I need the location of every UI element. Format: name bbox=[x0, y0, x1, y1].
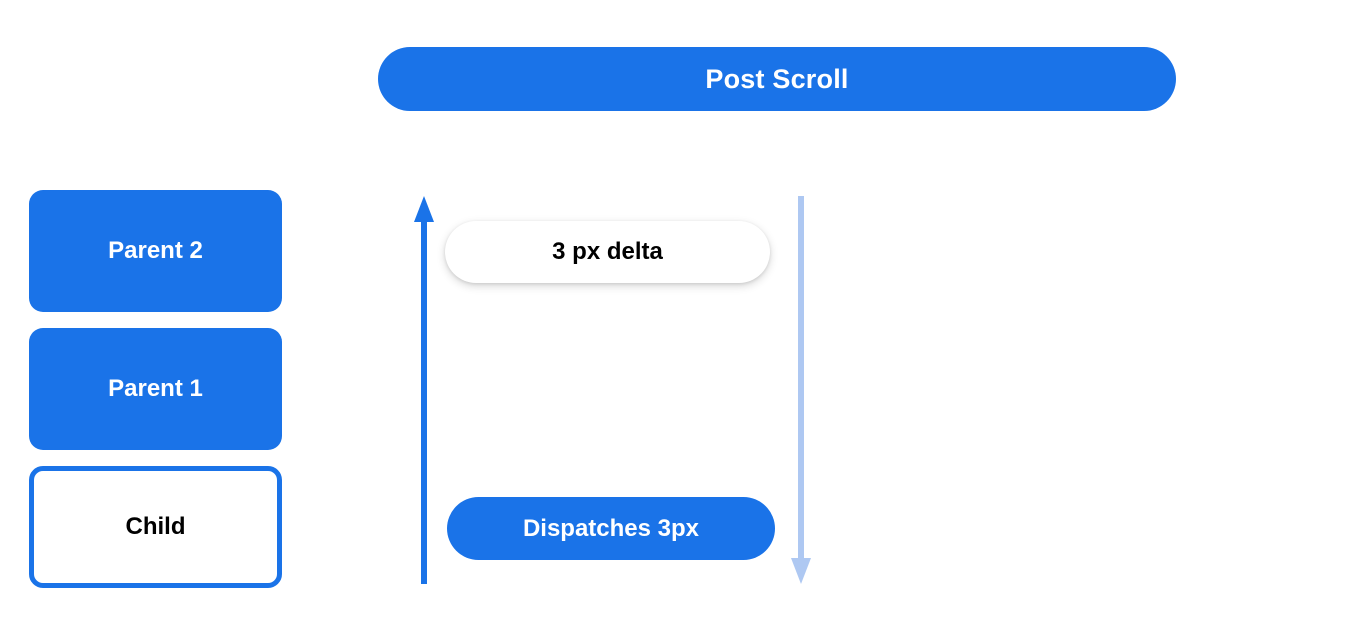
delta-label-pill: 3 px delta bbox=[445, 221, 770, 283]
scroll-bubble-up-arrow bbox=[413, 196, 435, 584]
box-parent-1-label: Parent 1 bbox=[108, 375, 203, 402]
delta-label-text: 3 px delta bbox=[552, 238, 663, 265]
box-parent-1[interactable]: Parent 1 bbox=[29, 328, 282, 450]
box-parent-2-label: Parent 2 bbox=[108, 237, 203, 264]
box-child-label: Child bbox=[125, 513, 186, 540]
scroll-propagate-down-arrow bbox=[790, 196, 812, 584]
box-child[interactable]: Child bbox=[29, 466, 282, 588]
scroll-chain-boxes: Parent 2 Parent 1 Child bbox=[29, 190, 282, 588]
post-scroll-title-bar: Post Scroll bbox=[378, 47, 1176, 111]
dispatch-label-pill: Dispatches 3px bbox=[447, 497, 775, 560]
page-title: Post Scroll bbox=[705, 63, 849, 94]
box-parent-2[interactable]: Parent 2 bbox=[29, 190, 282, 312]
dispatch-label-text: Dispatches 3px bbox=[522, 514, 700, 542]
